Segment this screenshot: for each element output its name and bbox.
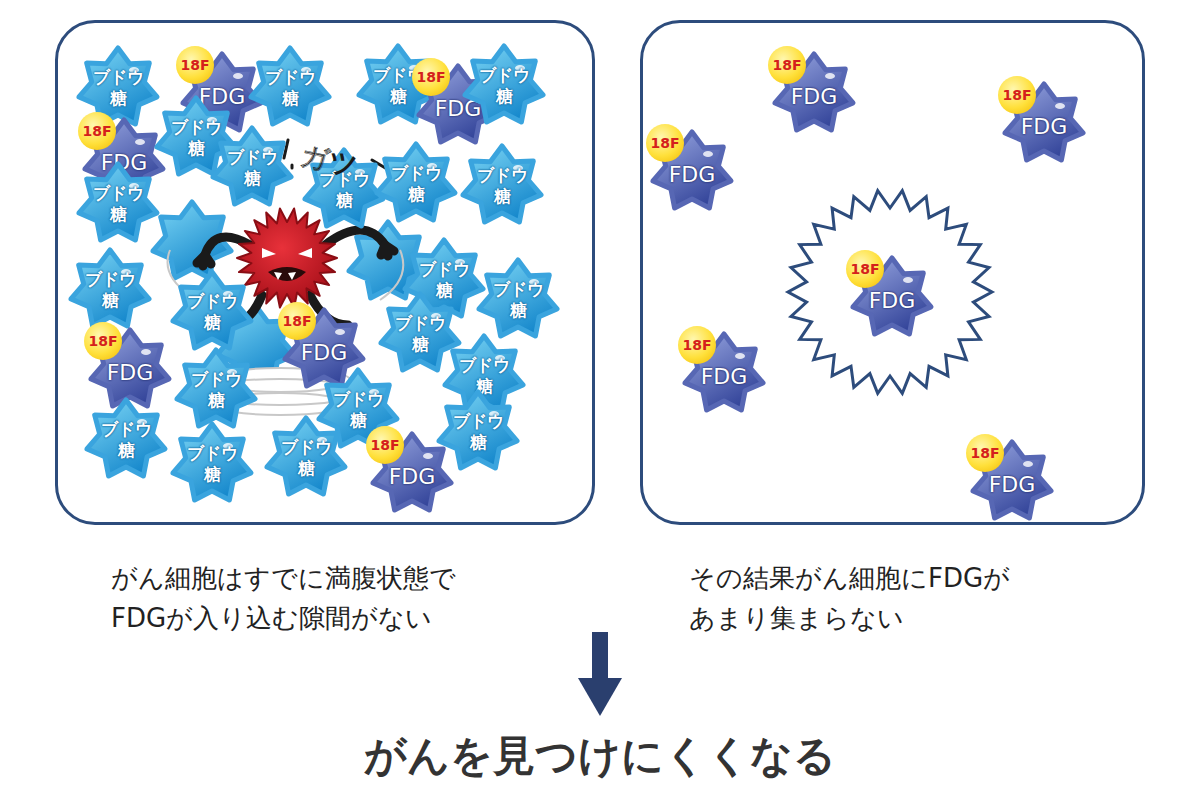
- glucose-molecule: ブドウ 糖: [76, 164, 160, 244]
- fdg-molecule: FDG 18F: [682, 334, 766, 414]
- glucose-molecule: ブドウ 糖: [436, 392, 520, 472]
- molecule-label: ブドウ 糖: [188, 369, 244, 411]
- glucose-molecule: ブドウ 糖: [84, 400, 168, 480]
- cancer-face: [298, 248, 312, 258]
- glucose-molecule: ブドウ 糖: [174, 350, 258, 430]
- highlight-burst: [788, 191, 992, 394]
- molecule-label: ブドウ 糖: [388, 163, 444, 205]
- molecule-label: FDG: [850, 288, 934, 314]
- panel-caption: がん細胞はすでに満腹状態で FDGが入り込む隙間がない: [111, 558, 551, 638]
- fdg-molecule: FDG 18F: [370, 434, 454, 514]
- molecule-label: ブドウ 糖: [450, 411, 506, 453]
- molecule-label: FDG: [88, 360, 172, 386]
- glucose-molecule: ブドウ 糖: [170, 424, 254, 504]
- isotope-label: 18F: [970, 445, 999, 461]
- isotope-label: 18F: [180, 57, 209, 73]
- cancer-face: [268, 267, 306, 281]
- fdg-molecule: FDG 18F: [772, 54, 856, 134]
- isotope-ball: 18F: [846, 250, 884, 288]
- molecule-label: ブドウ 糖: [98, 419, 154, 461]
- isotope-ball: 18F: [412, 58, 450, 96]
- molecule-label: ブドウ 糖: [278, 437, 334, 479]
- glucose-molecule: ブドウ 糖: [460, 146, 544, 226]
- isotope-ball: 18F: [678, 326, 716, 364]
- isotope-label: 18F: [1002, 87, 1031, 103]
- fdg-molecule: FDG 18F: [88, 330, 172, 410]
- glucose-molecule: ブドウ 糖: [374, 144, 458, 224]
- isotope-label: 18F: [772, 57, 801, 73]
- glucose-molecule: ブドウ 糖: [210, 128, 294, 208]
- fdg-molecule: FDG 18F: [1002, 84, 1086, 164]
- isotope-label: 18F: [650, 135, 679, 151]
- molecule-label: FDG: [282, 340, 366, 366]
- isotope-label: 18F: [82, 123, 111, 139]
- isotope-ball: 18F: [278, 302, 316, 340]
- molecule-label: ブドウ 糖: [490, 279, 546, 321]
- isotope-label: 18F: [282, 313, 311, 329]
- isotope-ball: 18F: [768, 46, 806, 84]
- panel-caption: その結果がん細胞にFDGが あまり集まらない: [689, 558, 1129, 638]
- isotope-ball: 18F: [366, 426, 404, 464]
- sound-effect: ガツ: [297, 136, 362, 185]
- molecule-label: ブドウ 糖: [90, 67, 146, 109]
- molecule-label: FDG: [772, 84, 856, 110]
- glucose-molecule: ブドウ 糖: [476, 260, 560, 340]
- glucose-molecule: ブドウ 糖: [68, 250, 152, 330]
- panel: その結果がん細胞にFDGが あまり集まらないFDG18FFDG18FFDG18F…: [640, 20, 1145, 525]
- isotope-ball: 18F: [78, 112, 116, 150]
- molecule-label: FDG: [650, 162, 734, 188]
- glucose-molecule: ブドウ 糖: [462, 46, 546, 126]
- glucose-molecule: ブドウ 糖: [378, 294, 462, 374]
- isotope-ball: 18F: [998, 76, 1036, 114]
- isotope-ball: 18F: [84, 322, 122, 360]
- molecule-label: ブドウ 糖: [474, 165, 530, 207]
- glucose-molecule: ブドウ 糖: [248, 48, 332, 128]
- molecule-label: ブドウ 糖: [184, 443, 240, 485]
- isotope-label: 18F: [416, 69, 445, 85]
- fdg-molecule: FDG 18F: [650, 132, 734, 212]
- isotope-ball: 18F: [176, 46, 214, 84]
- molecule-label: ブドウ 糖: [416, 259, 472, 301]
- molecule-label: FDG: [370, 464, 454, 490]
- isotope-label: 18F: [88, 333, 117, 349]
- molecule-label: ブドウ 糖: [476, 65, 532, 107]
- molecule-label: ブドウ 糖: [330, 389, 386, 431]
- molecule-label: ブドウ 糖: [82, 269, 138, 311]
- molecule-label: ブドウ 糖: [90, 183, 146, 225]
- highlight-burst: [788, 191, 992, 394]
- molecule-label: FDG: [1002, 114, 1086, 140]
- isotope-ball: 18F: [646, 124, 684, 162]
- cancer-body: [237, 209, 337, 308]
- glucose-molecule: ブドウ 糖: [170, 272, 254, 352]
- cancer-face: [274, 272, 296, 280]
- isotope-label: 18F: [682, 337, 711, 353]
- cancer-cell: [237, 209, 337, 308]
- molecule-label: ブドウ 糖: [262, 67, 318, 109]
- fdg-molecule: FDG 18F: [970, 442, 1054, 522]
- down-arrow: [578, 632, 622, 716]
- panel: がん細胞はすでに満腹状態で FDGが入り込む隙間がないブドウ 糖FDG18Fブド…: [55, 20, 595, 525]
- fdg-molecule: FDG 18F: [850, 258, 934, 338]
- molecule-label: ブドウ 糖: [224, 147, 280, 189]
- molecule-label: FDG: [970, 472, 1054, 498]
- molecule-label: ブドウ 糖: [184, 291, 240, 333]
- molecule-label: ブドウ 糖: [456, 355, 512, 397]
- conclusion: がんを見つけにくくなる: [0, 728, 1200, 784]
- molecule-label: ブドウ 糖: [168, 117, 224, 159]
- isotope-label: 18F: [370, 437, 399, 453]
- molecule-label: ブドウ 糖: [392, 313, 448, 355]
- glucose-molecule: ブドウ 糖: [264, 418, 348, 498]
- isotope-ball: 18F: [966, 434, 1004, 472]
- isotope-label: 18F: [850, 261, 879, 277]
- cancer-face: [262, 248, 276, 258]
- molecule-label: FDG: [682, 364, 766, 390]
